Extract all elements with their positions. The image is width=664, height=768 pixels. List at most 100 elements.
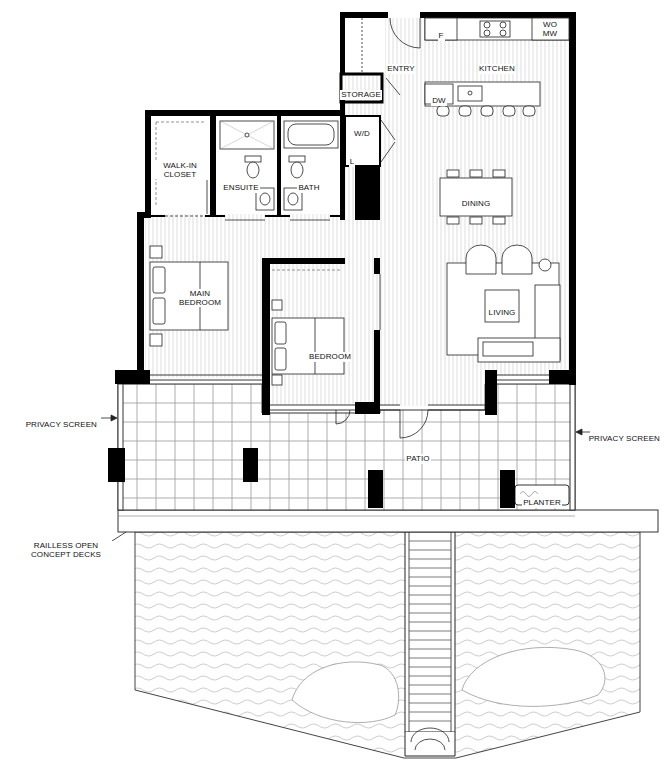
- wall: [569, 12, 576, 385]
- label-holder: DW: [431, 89, 447, 107]
- bed: [150, 246, 344, 385]
- privacy-screen: [570, 384, 575, 510]
- plumbing-fixture: [220, 121, 274, 149]
- wall: [262, 258, 345, 264]
- stair: [409, 613, 451, 614]
- living-furniture: [478, 338, 560, 362]
- partition: [151, 215, 165, 217]
- floor-finish: [145, 18, 569, 406]
- column: [108, 448, 125, 482]
- label-holder: PLANTER: [522, 491, 562, 509]
- door: [381, 142, 395, 162]
- stair: [409, 541, 451, 542]
- room-label: BATH: [297, 183, 320, 192]
- room-label: WALK-IN CLOSET: [155, 161, 205, 179]
- door: [381, 120, 395, 140]
- room-label: PRIVACY SCREEN: [588, 434, 661, 443]
- label-holder: W/D: [353, 122, 371, 140]
- leader-line: [112, 532, 126, 541]
- stair: [409, 595, 451, 596]
- label-holder: PRIVACY SCREEN: [25, 413, 98, 431]
- door: [207, 180, 208, 214]
- room-label: KITCHEN: [478, 64, 516, 73]
- label-holder: BATH: [297, 176, 320, 194]
- wall: [355, 402, 380, 414]
- wall: [485, 370, 497, 415]
- wall: [277, 116, 281, 216]
- dining-table: [447, 170, 459, 177]
- kitchen-cabinet: [480, 21, 510, 37]
- plumbing-fixture: [220, 121, 274, 149]
- leader-line: [111, 415, 117, 421]
- label-holder: RAILLESS OPEN CONCEPT DECKS: [19, 541, 113, 561]
- partition: [205, 215, 225, 217]
- partition: [345, 116, 380, 166]
- plumbing-fixture: [291, 162, 303, 178]
- privacy-screen: [118, 384, 123, 510]
- plumbing-fixture: [245, 156, 261, 162]
- door: [165, 216, 205, 217]
- bed: [150, 262, 228, 330]
- window: [497, 380, 549, 381]
- door: [225, 220, 265, 221]
- room-label: PLANTER: [522, 498, 562, 507]
- label-holder: KITCHEN: [478, 57, 516, 75]
- dining-table: [470, 217, 482, 224]
- kitchen-cabinet: [500, 30, 506, 36]
- stair: [409, 640, 451, 641]
- leader-line: [576, 429, 582, 435]
- label-holder: WALK-IN CLOSET: [155, 161, 205, 181]
- kitchen-cabinet: [459, 106, 471, 116]
- plumbing-fixture: [288, 124, 334, 145]
- stair: [409, 649, 451, 650]
- living-furniture: [447, 245, 560, 362]
- plumbing-fixture: [289, 156, 305, 162]
- kitchen-cabinet: [484, 30, 490, 36]
- kitchen-cabinet: [425, 82, 540, 106]
- column: [368, 470, 383, 508]
- closet-rod: [156, 122, 204, 123]
- partition: [265, 215, 290, 217]
- deck-edge: [118, 516, 575, 517]
- leader-line: [101, 415, 590, 541]
- stair: [409, 721, 451, 722]
- window: [150, 375, 262, 376]
- stair: [409, 685, 451, 686]
- stair: [409, 703, 451, 704]
- label-holder: ENSUITE: [222, 176, 259, 194]
- window: [150, 380, 262, 381]
- room-label: MAIN BEDROOM: [177, 289, 223, 307]
- stair: [451, 532, 452, 732]
- room-label: W/D: [353, 129, 371, 138]
- dining-table: [440, 170, 512, 224]
- kitchen-cabinet: [484, 22, 490, 28]
- stair: [405, 532, 455, 756]
- living-furniture: [485, 290, 519, 322]
- label-holder: PRIVACY SCREEN: [588, 427, 661, 445]
- living-furniture: [539, 259, 551, 271]
- room-label: RAILLESS OPEN CONCEPT DECKS: [19, 541, 113, 559]
- water-area: [462, 647, 605, 706]
- planter: [520, 492, 538, 497]
- window: [270, 410, 355, 411]
- partition: [330, 215, 345, 217]
- wall: [145, 110, 151, 218]
- wall: [420, 12, 576, 18]
- wall: [549, 370, 576, 384]
- bed: [272, 300, 282, 310]
- partition: [151, 74, 382, 216]
- bed: [153, 267, 165, 293]
- room-label: DW: [431, 96, 447, 105]
- floor-finish: [281, 116, 340, 214]
- stair: [409, 586, 451, 587]
- wall: [374, 258, 380, 274]
- label-holder: PATIO: [405, 447, 430, 465]
- window: [380, 405, 400, 406]
- bed: [275, 322, 286, 344]
- floor-finish: [216, 116, 277, 214]
- door: [336, 410, 337, 424]
- stair: [409, 568, 451, 569]
- kitchen-cabinet: [503, 106, 515, 116]
- stair: [409, 604, 451, 605]
- closet-rod: [156, 122, 340, 270]
